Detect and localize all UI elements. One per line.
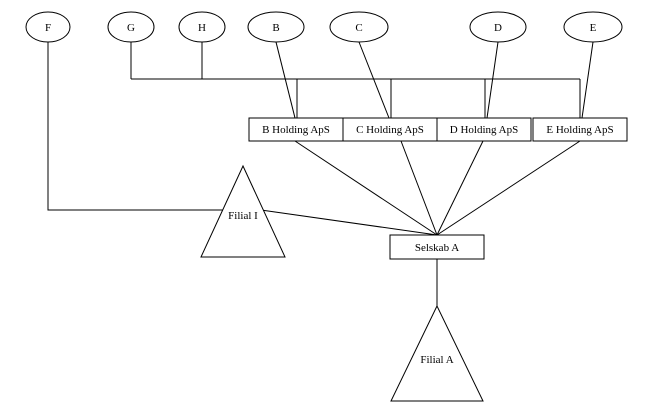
holding-e: E Holding ApS — [532, 117, 628, 142]
owner-d: D — [469, 11, 527, 43]
holding-b: B Holding ApS — [248, 117, 344, 142]
edge-c-c-holding — [358, 41, 390, 119]
edge-filial-i-selskab — [260, 209, 438, 236]
edge-e-holding-selskab — [436, 140, 581, 236]
edge-d-holding-selskab — [436, 140, 484, 236]
owner-b-label: B — [272, 22, 279, 34]
owner-e-label: E — [590, 22, 597, 34]
owner-b: B — [247, 11, 305, 43]
filial-a: Filial A — [390, 304, 484, 402]
edge-f-filial-i — [47, 42, 225, 211]
owner-h: H — [178, 11, 226, 43]
selskab-a: Selskab A — [389, 234, 485, 260]
owner-f: F — [25, 11, 71, 43]
selskab-a-label: Selskab A — [415, 242, 459, 254]
holding-d-label: D Holding ApS — [450, 124, 518, 136]
owner-f-label: F — [45, 22, 51, 34]
edge-e-e-holding — [581, 41, 594, 119]
holding-c-label: C Holding ApS — [356, 124, 424, 136]
owner-g-label: G — [127, 22, 135, 34]
owner-g: G — [107, 11, 155, 43]
owner-d-label: D — [494, 22, 502, 34]
owner-c: C — [329, 11, 389, 43]
edge-c-holding-selskab — [400, 140, 438, 236]
owner-c-label: C — [355, 22, 362, 34]
filial-i-label: Filial I — [228, 210, 258, 222]
owner-h-label: H — [198, 22, 206, 34]
edge-b-holding-selskab — [294, 140, 438, 236]
holding-d: D Holding ApS — [436, 117, 532, 142]
filial-a-label: Filial A — [420, 354, 453, 366]
connectors — [47, 41, 594, 306]
holding-b-label: B Holding ApS — [262, 124, 330, 136]
owner-e: E — [563, 11, 623, 43]
edge-b-b-holding — [275, 41, 296, 119]
edge-d-d-holding — [486, 41, 499, 119]
holding-e-label: E Holding ApS — [546, 124, 613, 136]
holding-c: C Holding ApS — [342, 117, 438, 142]
filial-i: Filial I — [200, 164, 286, 258]
